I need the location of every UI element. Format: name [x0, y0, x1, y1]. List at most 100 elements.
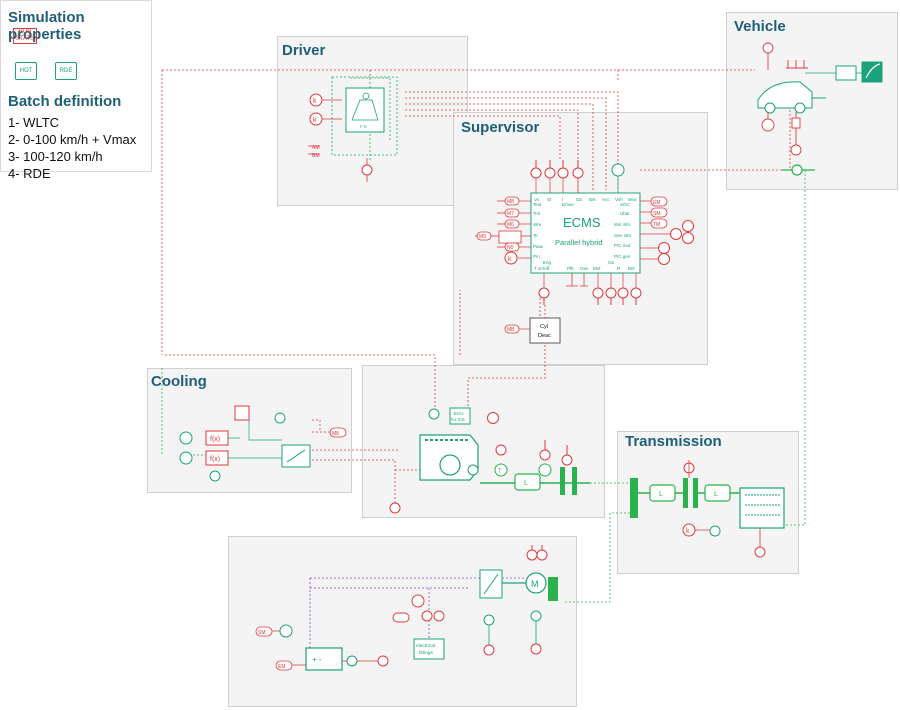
svg-text:M8: M8 — [507, 199, 514, 205]
batch-item[interactable]: 2- 0-100 km/h + Vmax — [8, 132, 137, 147]
svg-text:P/C gen: P/C gen — [614, 254, 631, 259]
driver-block[interactable]: P R — [331, 76, 398, 156]
svg-text:Wwi: Wwi — [628, 197, 637, 202]
crankshaft-train[interactable]: L T — [467, 463, 590, 495]
svg-text:+ -: + - — [312, 655, 322, 664]
svg-text:Pm: Pm — [533, 254, 540, 259]
rde-button[interactable]: RDE — [55, 62, 77, 80]
green-signal-wires — [161, 77, 806, 603]
transmission-block[interactable]: L L — [630, 478, 785, 529]
svg-text:k: k — [686, 528, 690, 535]
purple-electrical-wires — [309, 577, 525, 650]
svg-text:MB: MB — [507, 327, 515, 333]
vehicle-top-inputs — [762, 42, 808, 70]
battery-connector-icon[interactable] — [782, 164, 815, 176]
hot-button[interactable]: HOT — [15, 62, 37, 80]
svg-text:M6: M6 — [507, 222, 514, 228]
vehicle-speed-sensor-icon[interactable] — [611, 163, 625, 193]
svg-text:AM: AM — [312, 145, 320, 151]
svg-text:Eng: Eng — [543, 260, 552, 265]
svg-text:Acc: Acc — [602, 197, 610, 202]
svg-text:M9: M9 — [479, 234, 486, 240]
svg-text:fittings: fittings — [419, 650, 433, 656]
k-constant-icon: k — [504, 251, 531, 265]
svg-text:Cyl: Cyl — [540, 324, 548, 330]
svg-text:M7: M7 — [507, 211, 514, 217]
svg-text:for ICE: for ICE — [451, 417, 465, 422]
svg-text:Driver: Driver — [562, 202, 575, 207]
vehicle-block[interactable] — [757, 81, 826, 114]
svg-text:Vs: Vs — [534, 197, 540, 202]
svg-text:Mot: Mot — [593, 266, 601, 271]
m8-tag-icon: M8 — [329, 427, 347, 438]
batch-item[interactable]: 1- WLTC — [8, 115, 60, 130]
ecms-bottom-outputs — [538, 273, 642, 305]
engine-top-sensors — [539, 440, 573, 466]
svg-text:N0: N0 — [507, 245, 514, 251]
batch-item[interactable]: 3- 100-120 km/h — [8, 149, 103, 164]
svg-text:T: T — [498, 469, 502, 475]
battery-tags: SM EM — [255, 626, 389, 671]
cooling-panel — [147, 368, 352, 493]
svg-text:Gb: Gb — [576, 197, 583, 202]
svg-text:M8: M8 — [332, 431, 339, 437]
svg-text:Paux: Paux — [533, 244, 544, 249]
supervisor-panel-title: Supervisor — [461, 119, 540, 136]
vehicle-panel-title: Vehicle — [734, 18, 786, 35]
svg-text:Deac: Deac — [538, 333, 551, 339]
simulation-properties-title: Simulation properties — [8, 9, 85, 43]
k-constant-icon[interactable]: k — [309, 112, 342, 126]
svg-text:BM: BM — [312, 153, 320, 159]
vehicle-bottom-sensors — [761, 112, 802, 156]
svg-text:P R: P R — [360, 124, 367, 129]
svg-text:k: k — [508, 256, 512, 263]
mb-tag-icon: MB — [504, 324, 530, 334]
cooling-blocks[interactable]: f(x) f(x) — [179, 405, 311, 482]
batch-list: 1- WLTC 2- 0-100 km/h + Vmax 3- 100-120 … — [8, 114, 136, 182]
svg-text:Te: Te — [533, 233, 538, 238]
driver-panel-title: Driver — [282, 42, 326, 59]
vehicle-road-block[interactable] — [805, 61, 883, 83]
transmission-panel-title: Transmission — [625, 433, 722, 450]
svg-text:T on/off: T on/off — [534, 266, 550, 271]
cooling-panel-title: Cooling — [151, 373, 207, 390]
svg-text:SM: SM — [653, 211, 661, 217]
svg-text:ECMS: ECMS — [563, 215, 601, 230]
cyl-deac-block[interactable]: Cyl Deac — [529, 317, 561, 344]
ecms-top-inputs — [530, 160, 584, 193]
k-constant-icon[interactable]: k — [309, 93, 342, 107]
svg-text:Brk: Brk — [589, 197, 597, 202]
svg-text:Mot info: Mot info — [614, 222, 631, 227]
engine-block[interactable] — [419, 434, 479, 481]
svg-text:P/C mot: P/C mot — [614, 243, 631, 248]
driver-sensor-icon[interactable] — [361, 158, 373, 182]
svg-text:L: L — [524, 480, 528, 487]
svg-text:f(x): f(x) — [210, 456, 220, 463]
svg-text:EM: EM — [653, 200, 661, 206]
red-signal-wires — [161, 69, 791, 505]
svg-text:L: L — [659, 491, 663, 498]
batch-item[interactable]: 4- RDE — [8, 166, 51, 181]
svg-text:f(x): f(x) — [210, 436, 220, 443]
electrical-fittings-block[interactable]: electrical fittings — [413, 588, 445, 660]
batch-definition-title: Batch definition — [8, 93, 122, 110]
ecms-left-tags: M8 M7 M6 M9 N0 — [475, 196, 531, 265]
svg-text:R: R — [617, 266, 621, 271]
ecu-block[interactable]: ECU for ICE — [449, 407, 471, 425]
ecms-block[interactable]: ECMS Parallel hybrid Vs St I Gb Brk Acc … — [530, 192, 641, 274]
svg-text:Text: Text — [533, 202, 542, 207]
svg-text:Gen info: Gen info — [614, 233, 632, 238]
svg-text:Parallel hybrid: Parallel hybrid — [555, 238, 603, 247]
run-stats-button[interactable]: RUN STATS — [13, 28, 37, 44]
svg-text:M: M — [531, 579, 539, 589]
svg-text:Toil: Toil — [533, 211, 540, 216]
electric-motor-block[interactable]: M — [479, 569, 558, 626]
svg-text:L: L — [714, 491, 718, 498]
svg-text:Gen: Gen — [580, 266, 589, 271]
svg-text:TM: TM — [653, 222, 660, 228]
svg-text:Pfb: Pfb — [567, 266, 574, 271]
driver-output-tags: AM BM — [308, 145, 320, 159]
svg-text:ECU: ECU — [454, 411, 464, 416]
svg-text:SM: SM — [258, 630, 266, 636]
